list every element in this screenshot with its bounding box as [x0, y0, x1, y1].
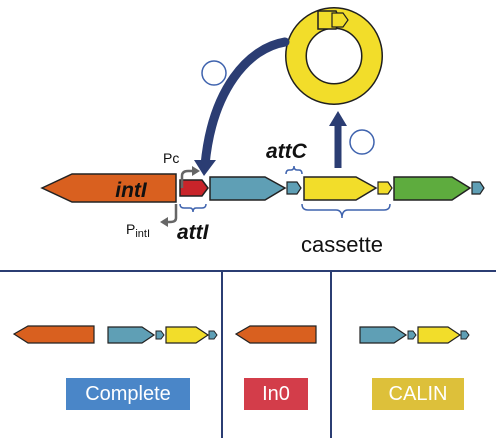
complete-yellow-gene	[165, 326, 210, 344]
calin-badge: CALIN	[372, 378, 464, 410]
pc-promoter-arrow	[180, 169, 194, 188]
circle-attC-box	[331, 12, 349, 28]
integron-row: intI	[40, 173, 485, 203]
calin-panel-genes	[359, 326, 470, 344]
intI-gene	[40, 173, 177, 203]
pc-label: Pc	[163, 150, 179, 166]
circular-cassette	[285, 7, 383, 105]
attC-site-green	[471, 181, 485, 195]
attC-site-blue	[286, 181, 302, 195]
complete-attC-blue	[155, 330, 165, 340]
pint-promoter-arrow	[166, 204, 178, 224]
calin-blue-gene	[359, 326, 408, 344]
step-1-badge	[349, 129, 375, 155]
pc-promoter-head	[192, 166, 200, 176]
attC-site-yellow	[377, 181, 393, 195]
pint-label: PintI	[126, 221, 150, 240]
intI-label: intI	[115, 179, 148, 202]
complete-intI-gene	[12, 325, 95, 344]
calin-attC-yellow	[460, 330, 470, 340]
calin-yellow-gene	[417, 326, 462, 344]
green-gene-cassette	[393, 176, 472, 201]
blue-gene-cassette	[209, 176, 287, 201]
attI-site	[179, 179, 209, 197]
cassette-label: cassette	[301, 232, 383, 257]
in0-badge: In0	[244, 378, 308, 410]
attC-label: attC	[266, 140, 308, 163]
pint-promoter-head	[160, 217, 168, 227]
in0-intI-gene	[234, 325, 317, 344]
complete-badge: Complete	[66, 378, 190, 410]
step-2-badge	[201, 60, 227, 86]
yellow-gene-cassette	[303, 176, 378, 201]
attI-label: attI	[177, 221, 210, 244]
complete-panel-genes	[12, 325, 218, 344]
integration-arrow	[200, 37, 290, 170]
cassette-bracket	[301, 203, 391, 219]
calin-attC-blue	[407, 330, 417, 340]
attI-bracket	[179, 203, 207, 213]
integration-arrow-head	[194, 160, 216, 176]
attC-bracket	[285, 165, 303, 175]
complete-attC-yellow	[208, 330, 218, 340]
excision-arrow-head	[329, 111, 347, 126]
complete-blue-gene	[107, 326, 156, 344]
